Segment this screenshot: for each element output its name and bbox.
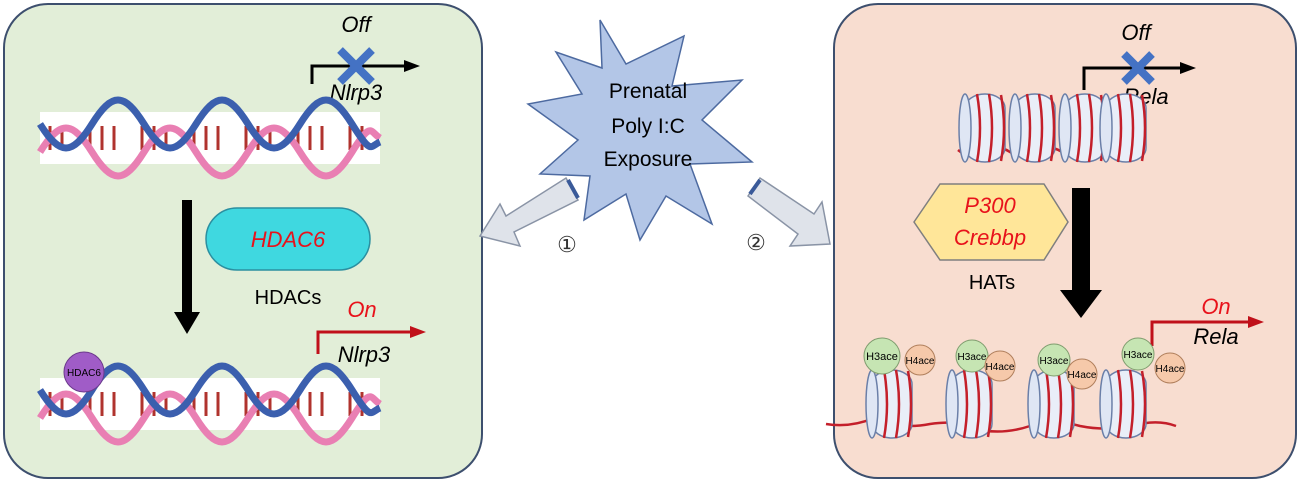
hat-box <box>913 183 1069 261</box>
right-on-promoter-arrow <box>1150 316 1264 346</box>
left-on-promoter-arrow <box>316 326 426 354</box>
left-on-label: On <box>347 297 376 322</box>
hats-label: HATs <box>969 272 1015 294</box>
h4ace-label-4: H4ace <box>1156 364 1185 375</box>
left-off-x-icon <box>337 47 375 85</box>
exposure-line2: Poly I:C <box>611 115 685 138</box>
h4ace-label-3: H4ace <box>1068 370 1097 381</box>
hdacs-label: HDACs <box>255 287 322 309</box>
step1-arrow <box>478 176 580 248</box>
acetyl-mark-2 <box>955 339 1016 382</box>
h3ace-label-2: H3ace <box>958 352 987 363</box>
h4ace-label-2: H4ace <box>986 362 1015 373</box>
left-down-arrow <box>174 200 200 334</box>
left-off-label: Off <box>341 12 373 37</box>
h4ace-label-1: H4ace <box>906 356 935 367</box>
left-on-gene-label: Nlrp3 <box>338 342 391 367</box>
right-on-gene-label: Rela <box>1193 324 1238 349</box>
hdac6-bound-label: HDAC6 <box>67 368 101 379</box>
hat-label-line1: P300 <box>964 193 1016 218</box>
exposure-line3: Exposure <box>604 148 693 171</box>
right-off-promoter-arrow <box>1082 62 1196 90</box>
h3ace-label-1: H3ace <box>866 351 898 363</box>
right-down-arrow <box>1060 188 1102 318</box>
hdac6-label: HDAC6 <box>251 227 326 252</box>
step2-label: ② <box>746 230 766 255</box>
right-on-label: On <box>1201 294 1230 319</box>
h3ace-label-3: H3ace <box>1040 356 1069 367</box>
step1-label: ① <box>557 232 577 257</box>
hdac6-box <box>205 207 371 271</box>
h3ace-label-4: H3ace <box>1124 350 1153 361</box>
hat-label-line2: Crebbp <box>954 225 1026 250</box>
exposure-line1: Prenatal <box>609 80 687 103</box>
exposure-burst <box>526 19 754 242</box>
right-off-label: Off <box>1121 20 1153 45</box>
left-off-gene-label: Nlrp3 <box>330 80 383 105</box>
acetyl-mark-4 <box>1121 337 1186 384</box>
acetyl-mark-1 <box>863 337 936 376</box>
right-off-x-icon <box>1121 51 1155 85</box>
condensed-chromatin <box>957 92 1148 164</box>
acetyl-mark-3 <box>1037 343 1098 390</box>
left-off-promoter-arrow <box>310 60 420 84</box>
step2-arrow <box>746 176 831 247</box>
open-chromatin <box>825 368 1177 440</box>
hdac6-bound-marker <box>63 351 105 393</box>
